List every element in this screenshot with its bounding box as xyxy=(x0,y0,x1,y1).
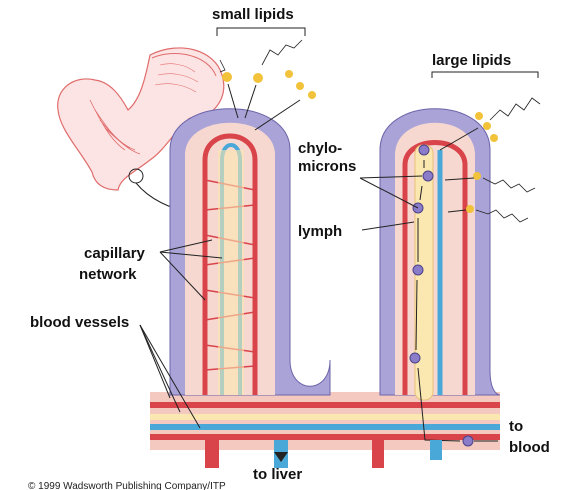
label-to-blood-1: to xyxy=(509,418,523,435)
label-blood-vessels: blood vessels xyxy=(30,314,129,331)
chylomicron xyxy=(463,436,473,446)
copyright-credit: © 1999 Wadsworth Publishing Company/ITP xyxy=(28,481,226,490)
villus-right xyxy=(380,109,500,446)
chylomicron xyxy=(419,145,429,155)
label-to-liver: to liver xyxy=(253,466,302,483)
label-lymph: lymph xyxy=(298,223,342,240)
chylomicron xyxy=(423,171,433,181)
label-chylomicrons-1: chylo- xyxy=(298,140,342,157)
label-large-lipids: large lipids xyxy=(432,52,511,69)
label-capillary-2: network xyxy=(79,266,137,283)
chylomicron xyxy=(413,265,423,275)
label-small-lipids: small lipids xyxy=(212,6,294,23)
label-chylomicrons-2: microns xyxy=(298,158,356,175)
chylomicron xyxy=(410,353,420,363)
label-capillary-1: capillary xyxy=(84,245,146,262)
base-tissue xyxy=(150,392,500,450)
magnified-region-marker xyxy=(129,169,143,183)
label-to-blood-2: blood xyxy=(509,439,550,456)
